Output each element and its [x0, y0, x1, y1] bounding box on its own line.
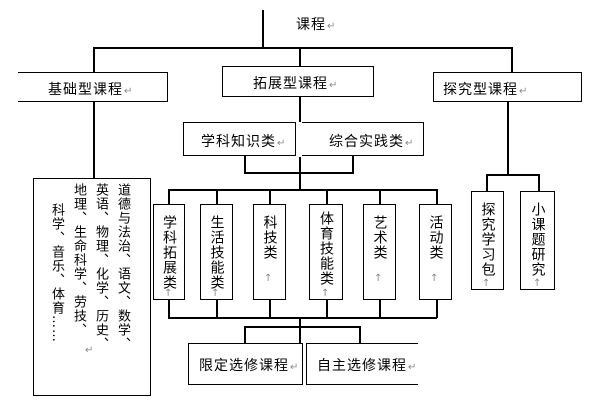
elective-down — [299, 317, 301, 344]
return-mark: ↵ — [519, 86, 529, 97]
art-text: 艺术类 — [371, 215, 388, 260]
small-project-text: 小课题研究 — [529, 202, 546, 277]
explore-course-label: 探究型课程↵ — [443, 79, 528, 99]
root-text: 课程 — [296, 17, 326, 33]
type-up-1 — [168, 300, 170, 318]
return-mark: ↵ — [405, 138, 415, 149]
return-mark: ↵ — [290, 362, 300, 373]
category-left — [244, 150, 246, 174]
type-drop-6 — [436, 189, 438, 205]
knowledge-category-label: 学科知识类↵ — [201, 131, 286, 151]
explore-course-text: 探究型课程 — [443, 82, 518, 98]
elective-right — [359, 326, 361, 344]
subject-expand-box: 学科拓展类 ↑ — [153, 204, 185, 300]
expand-mid-down — [299, 157, 301, 173]
basic-course-box: 基础型课程↵ — [18, 72, 168, 102]
knowledge-category-box: 学科知识类↵ — [183, 122, 296, 156]
type-drop-5 — [379, 189, 381, 205]
type-drop-3 — [269, 189, 271, 205]
return-mark: ↵ — [408, 362, 418, 373]
type-drop-2 — [216, 189, 218, 205]
type-up-6 — [436, 300, 438, 318]
small-project-box: 小课题研究 ↑ — [520, 191, 555, 290]
sports-skills-text: 体育技能类 — [318, 211, 334, 286]
life-skills-box: 生活技能类 ↑ — [200, 204, 233, 300]
sports-skills-box: 体育技能类 ↑ — [309, 204, 343, 300]
up-mark: ↑ — [482, 278, 491, 289]
tech-text: 科技类 — [261, 215, 278, 260]
expand-drop — [299, 47, 301, 67]
up-mark: ↑ — [164, 288, 173, 299]
subjects-col-1: 道德与法治、语文、数学、 — [115, 183, 130, 351]
free-elective-text: 自主选修课程 — [317, 358, 407, 374]
root-stem — [262, 10, 264, 48]
up-mark: ↑ — [533, 278, 542, 289]
basic-drop — [93, 47, 95, 73]
activity-box: 活动类 ↑ — [419, 204, 452, 300]
root-label: 课程↵ — [296, 14, 336, 34]
elective-left — [244, 326, 246, 344]
basic-subjects-box: 道德与法治、语文、数学、 英语、物理、化学、历史、 地理、生命科学、劳技、 科学… — [33, 178, 151, 396]
up-mark: ↑ — [264, 273, 273, 284]
basic-course-label: 基础型课程↵ — [48, 79, 133, 99]
explore-down — [507, 101, 509, 175]
life-skills-text: 生活技能类 — [208, 215, 225, 290]
practice-category-label: 综合实践类↵ — [329, 131, 414, 151]
up-mark: ↑ — [374, 273, 383, 284]
explore-pack-text: 探究学习包 — [479, 202, 496, 277]
return-mark: ↵ — [327, 21, 337, 32]
subjects-col-2: 英语、物理、化学、历史、 — [93, 183, 108, 351]
explore-course-box: 探究型课程↵ — [433, 72, 582, 102]
type-bus — [168, 189, 437, 191]
expand-down — [299, 96, 301, 122]
elective-bus — [168, 317, 437, 319]
subject-expand-text: 学科拓展类 — [161, 215, 177, 290]
subjects-col-3: 地理、生命科学、劳技、 — [71, 183, 86, 337]
up-mark: ↑ — [430, 273, 439, 284]
type-down — [299, 173, 301, 190]
return-mark: ↵ — [329, 80, 339, 91]
art-box: 艺术类 ↑ — [363, 204, 396, 300]
expand-course-label: 拓展型课程↵ — [253, 73, 338, 93]
explore-sub-right — [538, 174, 540, 192]
explore-drop — [511, 47, 513, 73]
subjects-col-4: 科学、音乐、体育…… — [49, 203, 64, 343]
top-bus — [93, 47, 511, 49]
type-drop-4 — [326, 189, 328, 205]
limited-elective-text: 限定选修课程 — [199, 358, 289, 374]
free-elective-label: 自主选修课程↵ — [317, 355, 417, 375]
basic-course-text: 基础型课程 — [48, 82, 123, 98]
up-mark: ↑ — [211, 288, 220, 299]
return-mark: ↵ — [277, 138, 287, 149]
type-up-5 — [379, 300, 381, 318]
free-elective-box: 自主选修课程↵ — [306, 343, 418, 385]
explore-sub-left — [486, 174, 488, 192]
type-drop-1 — [168, 189, 170, 205]
category-bus — [244, 172, 353, 174]
practice-category-text: 综合实践类 — [329, 134, 404, 150]
practice-category-box: 综合实践类↵ — [302, 122, 424, 156]
expand-course-text: 拓展型课程 — [253, 76, 328, 92]
type-up-4 — [326, 300, 328, 318]
type-up-3 — [269, 300, 271, 318]
basic-down — [93, 101, 95, 179]
knowledge-category-text: 学科知识类 — [201, 134, 276, 150]
expand-course-box: 拓展型课程↵ — [222, 66, 374, 97]
tech-box: 科技类 ↑ — [253, 204, 286, 300]
explore-pack-box: 探究学习包 ↑ — [471, 191, 504, 290]
return-mark: ↵ — [124, 86, 134, 97]
category-right — [352, 150, 354, 174]
type-up-2 — [216, 300, 218, 318]
explore-sub-bus — [486, 174, 539, 176]
activity-text: 活动类 — [427, 215, 444, 260]
up-mark: ↑ — [321, 288, 330, 299]
limited-elective-label: 限定选修课程↵ — [199, 355, 299, 375]
limited-elective-box: 限定选修课程↵ — [188, 343, 303, 385]
elective-split — [244, 326, 360, 328]
return-mark: ↵ — [85, 345, 94, 356]
